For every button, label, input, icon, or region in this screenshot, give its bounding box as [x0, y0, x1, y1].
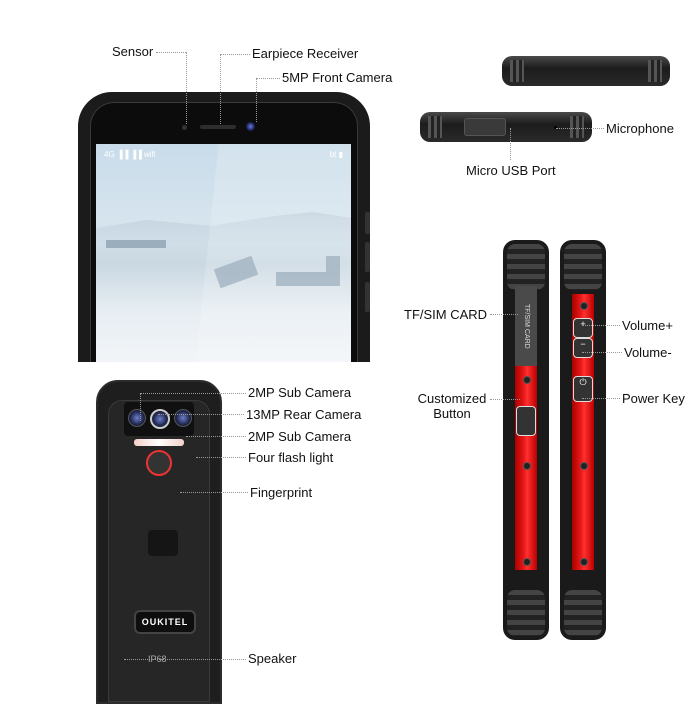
callout-sub-camera-1: 2MP Sub Camera	[248, 385, 352, 400]
edge-rib	[510, 60, 524, 82]
screw	[580, 462, 588, 470]
leader-line	[256, 78, 257, 122]
wallpaper-ice	[276, 272, 326, 286]
leader-line	[490, 314, 518, 315]
callout-speaker: Speaker	[248, 651, 297, 666]
phone-screen: 4G ▐▐ ▐▐ wifi bt ▮	[96, 144, 351, 362]
phone-top-edge-view	[502, 56, 670, 86]
sub-camera-lens	[128, 409, 146, 427]
leader-line	[186, 52, 187, 124]
leader-line	[490, 399, 520, 400]
callout-volume-down: Volume-	[624, 345, 672, 360]
screw	[523, 462, 531, 470]
camera-module	[124, 402, 194, 436]
side-button-marker	[365, 242, 370, 272]
status-bar: 4G ▐▐ ▐▐ wifi bt ▮	[104, 150, 343, 160]
leader-line	[582, 352, 622, 353]
leader-line	[140, 393, 141, 421]
callout-rear-camera: 13MP Rear Camera	[246, 407, 362, 422]
callout-flash-light: Four flash light	[248, 450, 334, 465]
side-button-marker	[365, 282, 370, 312]
leader-line	[220, 54, 221, 124]
leader-line	[180, 492, 248, 493]
screw	[580, 302, 588, 310]
earpiece-receiver	[200, 125, 236, 129]
callout-micro-usb-port: Micro USB Port	[466, 163, 556, 178]
leader-line	[156, 52, 186, 53]
side-button-marker	[365, 212, 370, 234]
customized-button	[516, 406, 536, 436]
phone-front-view: 4G ▐▐ ▐▐ wifi bt ▮	[78, 92, 370, 362]
front-camera	[246, 122, 255, 131]
flash-light	[134, 439, 184, 446]
brand-logo: OUKITEL	[134, 610, 196, 634]
leader-line	[158, 414, 244, 415]
leader-line	[220, 54, 250, 55]
callout-sub-camera-2: 2MP Sub Camera	[248, 429, 352, 444]
hex-pattern-plate	[148, 530, 178, 556]
leader-line	[510, 128, 511, 160]
edge-rib	[648, 60, 662, 82]
callout-tf-sim-card: TF/SIM CARD	[404, 307, 488, 322]
leader-line	[256, 78, 280, 79]
callout-volume-up: Volume+	[622, 318, 673, 333]
screen-glare	[193, 144, 351, 362]
volume-up-button: +	[573, 318, 593, 338]
sub-camera-lens	[174, 409, 192, 427]
screw	[523, 558, 531, 566]
volume-down-button: −	[573, 338, 593, 358]
micro-usb-port	[464, 118, 506, 136]
power-button: ⏻	[573, 376, 593, 402]
phone-right-side-view: + − ⏻	[560, 240, 606, 640]
side-bottom-cap	[564, 590, 602, 636]
leader-line	[556, 128, 604, 129]
phone-back-view: OUKITEL IP68	[96, 380, 222, 704]
sim-card-tray: TF/SIM CARD	[515, 286, 537, 366]
callout-earpiece-receiver: Earpiece Receiver	[252, 46, 359, 61]
callout-power-key: Power Key	[622, 391, 685, 406]
edge-rib	[570, 116, 584, 138]
side-top-cap	[564, 244, 602, 290]
wallpaper-ice	[326, 256, 340, 286]
edge-rib	[428, 116, 442, 138]
leader-line	[186, 436, 246, 437]
callout-front-camera: 5MP Front Camera	[282, 70, 393, 85]
callout-customized-button: Customized Button	[417, 391, 487, 421]
screw	[580, 558, 588, 566]
callout-fingerprint: Fingerprint	[250, 485, 313, 500]
battery-icon: bt ▮	[329, 150, 343, 159]
leader-line	[196, 457, 246, 458]
microphone-hole	[554, 126, 557, 129]
side-bottom-cap	[507, 590, 545, 636]
callout-microphone: Microphone	[606, 121, 674, 136]
side-top-cap	[507, 244, 545, 290]
callout-sensor: Sensor	[112, 44, 154, 59]
fingerprint-sensor	[146, 450, 172, 476]
phone-left-side-view: TF/SIM CARD	[503, 240, 549, 640]
signal-icon: 4G ▐▐ ▐▐ wifi	[104, 150, 156, 159]
proximity-sensor	[182, 125, 187, 130]
leader-line	[140, 393, 246, 394]
red-side-strip	[572, 294, 594, 570]
leader-line	[124, 659, 246, 660]
main-camera-lens	[150, 409, 170, 429]
leader-line	[582, 398, 620, 399]
screw	[523, 376, 531, 384]
phone-bottom-edge-view	[420, 112, 592, 142]
wallpaper-ice	[106, 240, 166, 248]
leader-line	[582, 325, 620, 326]
